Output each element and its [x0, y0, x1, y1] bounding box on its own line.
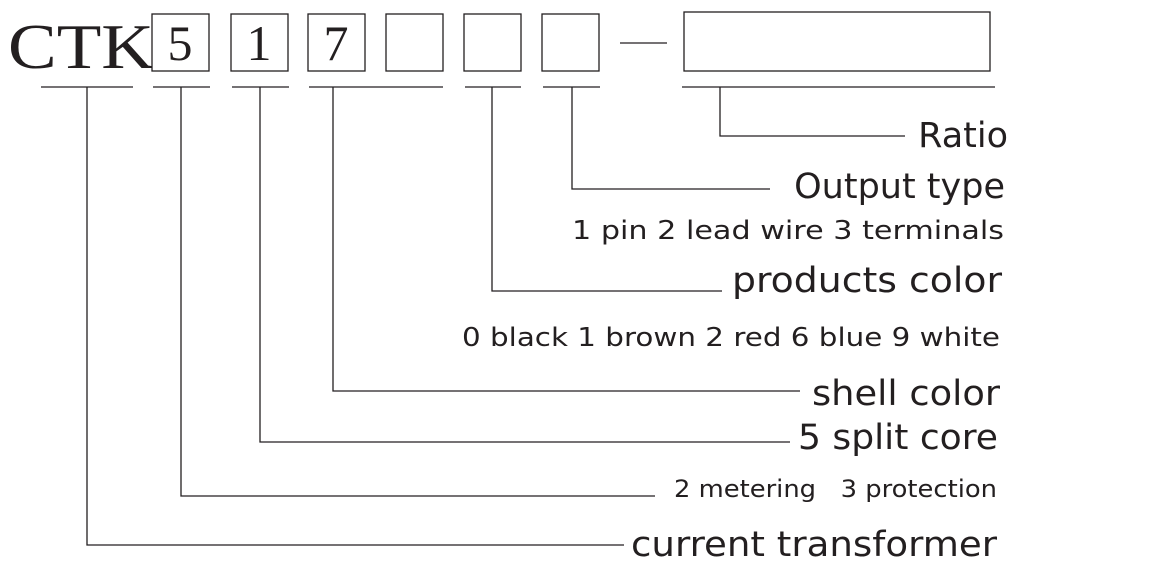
label-products-color: products color: [732, 261, 1003, 301]
code-digit-2: 1: [247, 15, 272, 71]
label-current-transformer: current transformer: [631, 525, 998, 565]
leader-shell-color: [332, 87, 800, 392]
leader-ratio: [719, 87, 905, 137]
leader-split-core: [259, 87, 790, 443]
code-digit-3: 7: [324, 15, 349, 71]
code-box-2: [230, 13, 289, 72]
label-split-core: 5 split core: [798, 418, 998, 458]
model-prefix: CTK: [8, 11, 154, 82]
leader-current-transformer: [86, 87, 624, 546]
code-box-1: [151, 13, 210, 72]
ratio-box: [683, 11, 991, 72]
label-ratio: Ratio: [918, 116, 1008, 156]
leader-output-type: [571, 87, 770, 190]
code-box-3: [307, 13, 366, 72]
label-metering-protection: 2 metering 3 protection: [674, 475, 997, 503]
code-box-6: [541, 13, 600, 72]
leader-metering-protection: [180, 87, 655, 497]
label-output-type-options: 1 pin 2 lead wire 3 terminals: [572, 216, 1004, 246]
code-box-5: [463, 13, 522, 72]
code-box-4: [385, 13, 444, 72]
code-digit-1: 5: [168, 15, 193, 71]
label-output-type: Output type: [794, 167, 1005, 207]
label-products-color-options: 0 black 1 brown 2 red 6 blue 9 white: [462, 323, 1000, 353]
leader-products-color: [491, 87, 722, 292]
label-shell-color: shell color: [812, 374, 1001, 414]
